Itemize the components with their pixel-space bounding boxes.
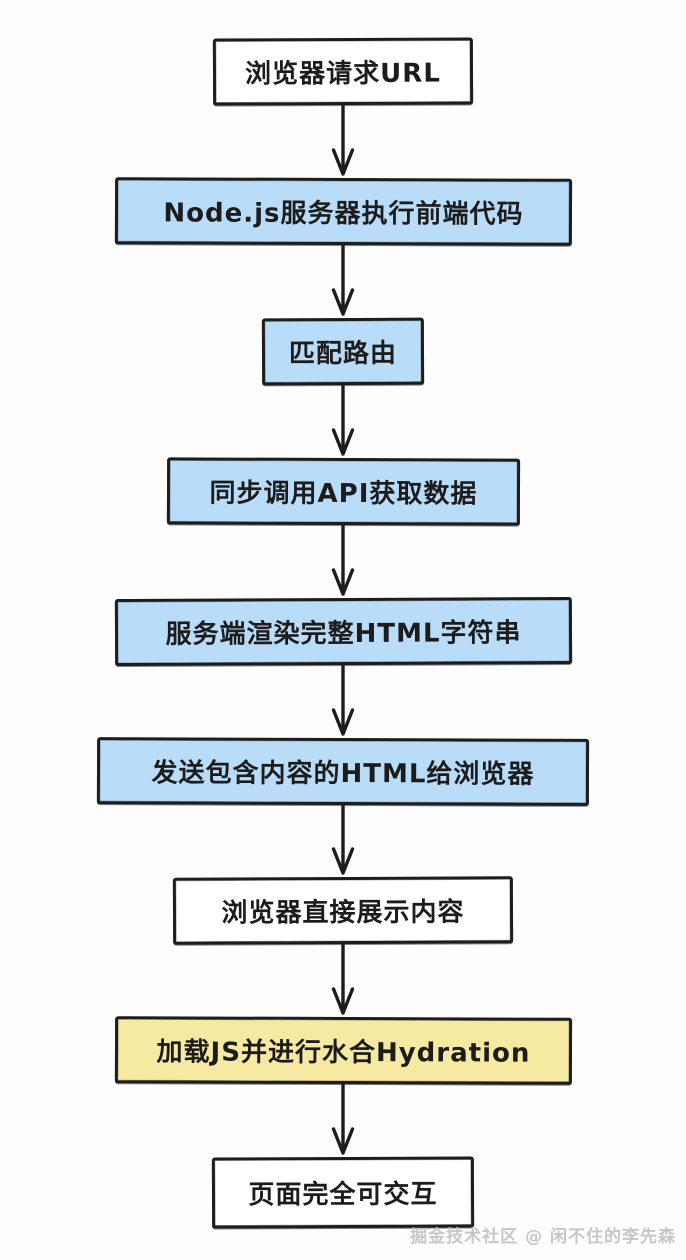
flow-node-browser-request-url: 浏览器请求URL — [212, 37, 474, 106]
flow-node-nodejs-execute-frontend-code: Node.js服务器执行前端代码 — [114, 177, 572, 246]
flow-node-server-render-html-string: 服务端渲染完整HTML字符串 — [114, 597, 572, 666]
arrow-down-icon — [331, 665, 355, 736]
arrow-down-icon — [331, 525, 355, 596]
arrow-down-icon — [331, 1084, 355, 1155]
watermark: 掘金技术社区 @ 闲不住的李先森 — [410, 1227, 676, 1247]
flow-node-match-route: 匹配路由 — [261, 317, 425, 386]
arrow-down-icon — [331, 805, 355, 875]
flow-node-send-html-to-browser: 发送包含内容的HTML给浏览器 — [96, 737, 590, 806]
flow-node-page-fully-interactive: 页面完全可交互 — [211, 1156, 475, 1229]
ssr-flowchart: 浏览器请求URL Node.js服务器执行前端代码 匹配路由 同步调用API获取… — [0, 37, 686, 1229]
arrow-down-icon — [331, 385, 355, 456]
flow-node-browser-display-content: 浏览器直接展示内容 — [172, 876, 514, 945]
flow-node-sync-call-api: 同步调用API获取数据 — [166, 457, 520, 526]
flow-node-load-js-hydration: 加载JS并进行水合Hydration — [114, 1016, 572, 1085]
arrow-down-icon — [331, 105, 355, 176]
arrow-down-icon — [331, 944, 355, 1015]
arrow-down-icon — [331, 245, 355, 316]
